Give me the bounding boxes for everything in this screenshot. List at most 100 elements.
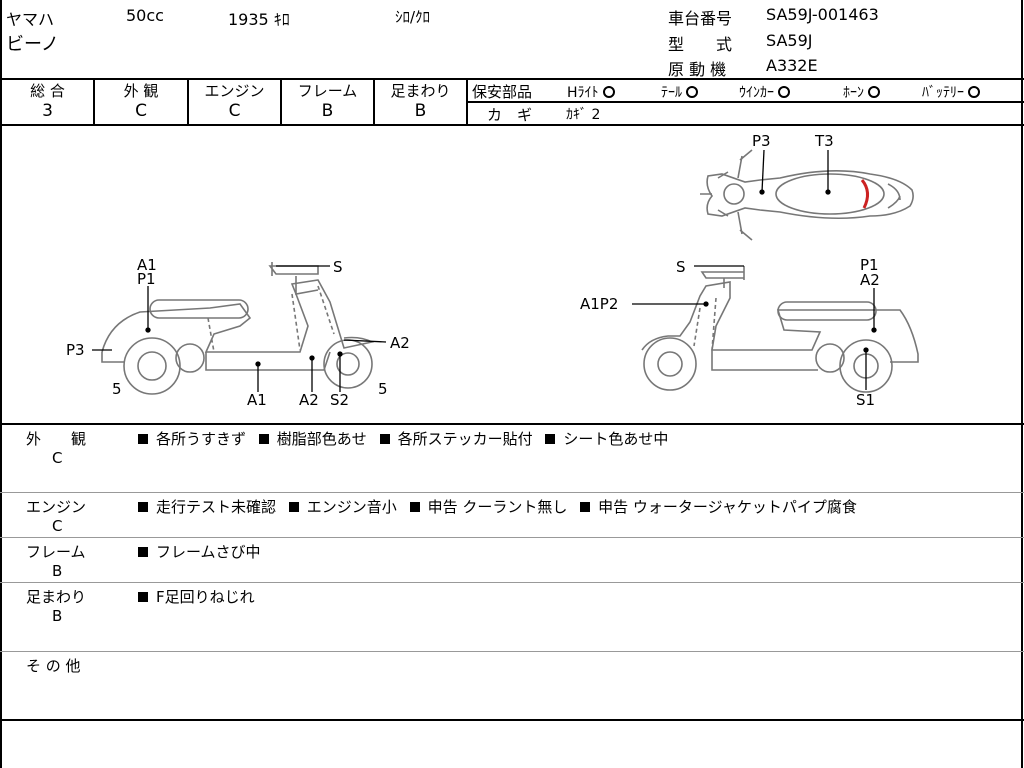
remark-grade-frame: B [52,562,63,580]
divider [187,78,189,125]
safety-item-battery: ﾊﾞｯﾃﾘｰ [922,82,980,102]
bullet-square-icon [138,592,148,602]
type-label: 型 式 [668,35,733,54]
score-label-frame: フレーム [297,82,358,100]
diagram-label: S2 [330,391,349,409]
divider [93,78,95,125]
safety-item-label: ﾃｰﾙ [661,85,682,101]
frame-no: SA59J-001463 [766,5,879,24]
safety-item-label: Hﾗｲﾄ [567,85,599,101]
safety-item-label: ｳｲﾝｶｰ [739,85,774,101]
score-grade-engine: C [228,101,241,121]
mileage: 1935 ｷﾛ [228,10,290,29]
remark-grade-suspension: B [52,607,63,625]
engine-label: 原 動 機 [668,60,727,79]
remark-items-engine: 走行テスト未確認 エンジン音小 申告 クーラント無し 申告 ウォータージャケット… [138,496,857,517]
model-name: ビーノ [6,34,59,55]
remark-label-frame: フレーム [26,543,86,561]
diagram-label: S [333,258,343,276]
diagram-label: 5 [378,380,388,398]
divider [0,492,1024,493]
diagram-label: 5 [112,380,122,398]
remark-item: エンジン音小 [306,498,397,516]
diagram-label: P3 [752,132,771,150]
remark-item: 申告 ウォータージャケットパイプ腐食 [598,498,857,516]
safety-item-headlight: Hﾗｲﾄ [567,82,615,102]
circle-mark-icon [868,86,880,98]
divider [0,582,1024,583]
divider [280,78,282,125]
bullet-square-icon [138,547,148,557]
safety-item-label: ﾎｰﾝ [843,85,864,101]
scooter-right-view-icon [641,266,919,393]
divider [0,423,1024,425]
remark-item: F足回りねじれ [156,588,255,606]
divider [467,101,1024,103]
divider [0,719,1024,721]
circle-mark-icon [602,86,615,98]
color: ｼﾛ/ｸﾛ [395,8,431,26]
remark-label-suspension: 足まわり [26,588,87,606]
remark-items-suspension: F足回りねじれ [138,586,255,607]
scooter-diagram: P3 T3 A1 P1 S P3 A2 5 A1 A2 S2 5 S P1 A2… [66,132,919,409]
type-value: SA59J [766,31,813,50]
divider [0,124,1024,126]
engine-value: A332E [766,56,818,75]
remark-label-other: そ の 他 [26,657,81,675]
bullet-square-icon [138,434,148,444]
circle-mark-icon [778,86,790,98]
remark-item: 各所うすきず [156,430,247,448]
score-label-engine: エンジン [204,82,265,100]
circle-mark-icon [686,86,698,98]
remark-label-exterior: 外 観 [26,430,87,448]
remark-label-engine: エンジン [26,498,87,516]
safety-label: 保安部品 [472,83,533,101]
safety-item-tail: ﾃｰﾙ [661,82,698,102]
bullet-square-icon [409,502,420,512]
diagram-label: S1 [856,391,875,409]
safety-item-horn: ﾎｰﾝ [843,82,880,102]
bullet-square-icon [258,434,269,444]
score-label-exterior: 外 観 [123,82,159,100]
bullet-square-icon [288,502,299,512]
maker: ヤマハ [6,10,55,29]
remark-grade-exterior: C [52,449,63,467]
score-grade-suspension: B [414,101,427,121]
divider [0,78,1024,80]
remark-item: 走行テスト未確認 [156,498,277,516]
remark-item: 申告 クーラント無し [427,498,568,516]
remark-grade-engine: C [52,517,63,535]
displacement: 50cc [126,6,164,25]
scooter-left-view-icon [101,262,375,395]
remark-item: シート色あせ中 [563,430,669,448]
divider [373,78,375,125]
diagram-label: T3 [814,132,834,150]
divider [0,0,2,768]
diagram-label: P1 [860,256,879,274]
divider [1021,0,1023,768]
score-label-suspension: 足まわり [390,82,451,100]
remark-items-exterior: 各所うすきず 樹脂部色あせ 各所ステッカー貼付 シート色あせ中 [138,428,668,449]
diagram-label: P1 [137,270,156,288]
divider [0,537,1024,538]
key-label: カ ギ [487,106,533,124]
score-grade-exterior: C [135,101,147,121]
remark-items-frame: フレームさび中 [138,541,261,562]
score-label-total: 総 合 [30,82,65,100]
divider [466,78,468,125]
diagram-label: A1 [247,391,267,409]
frame-no-label: 車台番号 [668,9,733,28]
diagram-label: A2 [299,391,319,409]
key-value: ｶｷﾞ 2 [566,107,601,123]
divider [0,651,1024,652]
bullet-square-icon [138,502,148,512]
diagram-label: A2 [390,334,410,352]
safety-item-label: ﾊﾞｯﾃﾘｰ [922,85,964,101]
remark-item: 各所ステッカー貼付 [397,430,533,448]
safety-item-winker: ｳｲﾝｶｰ [739,82,790,102]
score-grade-total: 3 [42,101,53,121]
bullet-square-icon [545,434,556,444]
bullet-square-icon [379,434,390,444]
remark-item: フレームさび中 [156,543,261,561]
scooter-top-view-icon [700,149,914,241]
